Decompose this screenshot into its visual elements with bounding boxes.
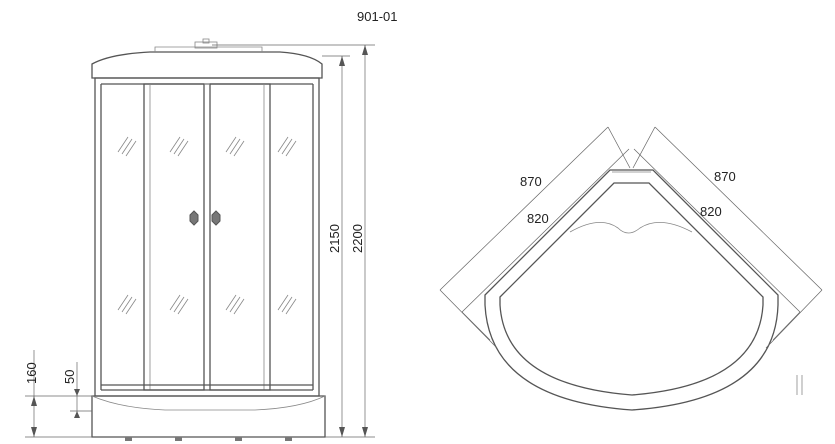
- glass-hatch-marks: [117, 136, 297, 315]
- tray-outline-outer: [484, 169, 779, 411]
- cabin-frame: [94, 77, 320, 397]
- arrow-head: [339, 427, 345, 437]
- extension-line: [632, 126, 656, 169]
- dimension-tray-offset: [70, 362, 92, 418]
- tray-offset-label: 50: [62, 370, 77, 384]
- arrow-head: [74, 411, 80, 418]
- tray-curve: [91, 395, 326, 411]
- shower-connector: [202, 38, 210, 44]
- dimension-line: [439, 126, 609, 291]
- dimension-tray-height: [25, 350, 92, 438]
- door-handle-right: [211, 210, 221, 226]
- dimension-line: [461, 148, 630, 313]
- height-total-label: 2200: [350, 224, 365, 253]
- dimension-cabin-height: [322, 55, 350, 437]
- inner-left-label: 820: [527, 211, 549, 226]
- tray-outline-inner: [499, 182, 764, 396]
- arrow-head: [31, 427, 37, 437]
- front-view: [91, 38, 326, 441]
- door-panel-right: [209, 83, 271, 391]
- arrow-head: [339, 56, 345, 66]
- tray-foot: [125, 437, 132, 441]
- extension-line: [439, 289, 498, 349]
- top-view: [484, 169, 779, 411]
- height-cabin-label: 2150: [327, 224, 342, 253]
- dimension-total-height: [212, 44, 375, 438]
- cabin-roof: [91, 51, 323, 79]
- dimension-right: [632, 126, 823, 349]
- outer-left-label: 870: [520, 174, 542, 189]
- dimension-line: [633, 148, 801, 313]
- dimension-left: [439, 126, 631, 349]
- tray-height-label: 160: [24, 362, 39, 384]
- roof-top: [154, 46, 263, 52]
- extension-line: [765, 289, 823, 349]
- shower-tray: [91, 395, 326, 438]
- arrow-head: [362, 427, 368, 437]
- door-handle-left: [189, 210, 199, 226]
- tray-foot: [285, 437, 292, 441]
- tray-foot: [235, 437, 242, 441]
- inner-right-label: 820: [700, 204, 722, 219]
- extension-line: [461, 311, 491, 341]
- extension-line: [607, 126, 631, 169]
- arrow-head: [362, 45, 368, 55]
- door-panel-left: [143, 83, 205, 391]
- tray-foot: [175, 437, 182, 441]
- model-code: 901-01: [357, 9, 397, 24]
- corner-marks: [796, 375, 803, 395]
- arrow-head: [74, 389, 80, 396]
- arrow-head: [31, 396, 37, 406]
- outer-right-label: 870: [714, 169, 736, 184]
- extension-line: [772, 311, 801, 341]
- tray-back-ridge: [569, 222, 693, 234]
- dimension-line: [654, 126, 823, 291]
